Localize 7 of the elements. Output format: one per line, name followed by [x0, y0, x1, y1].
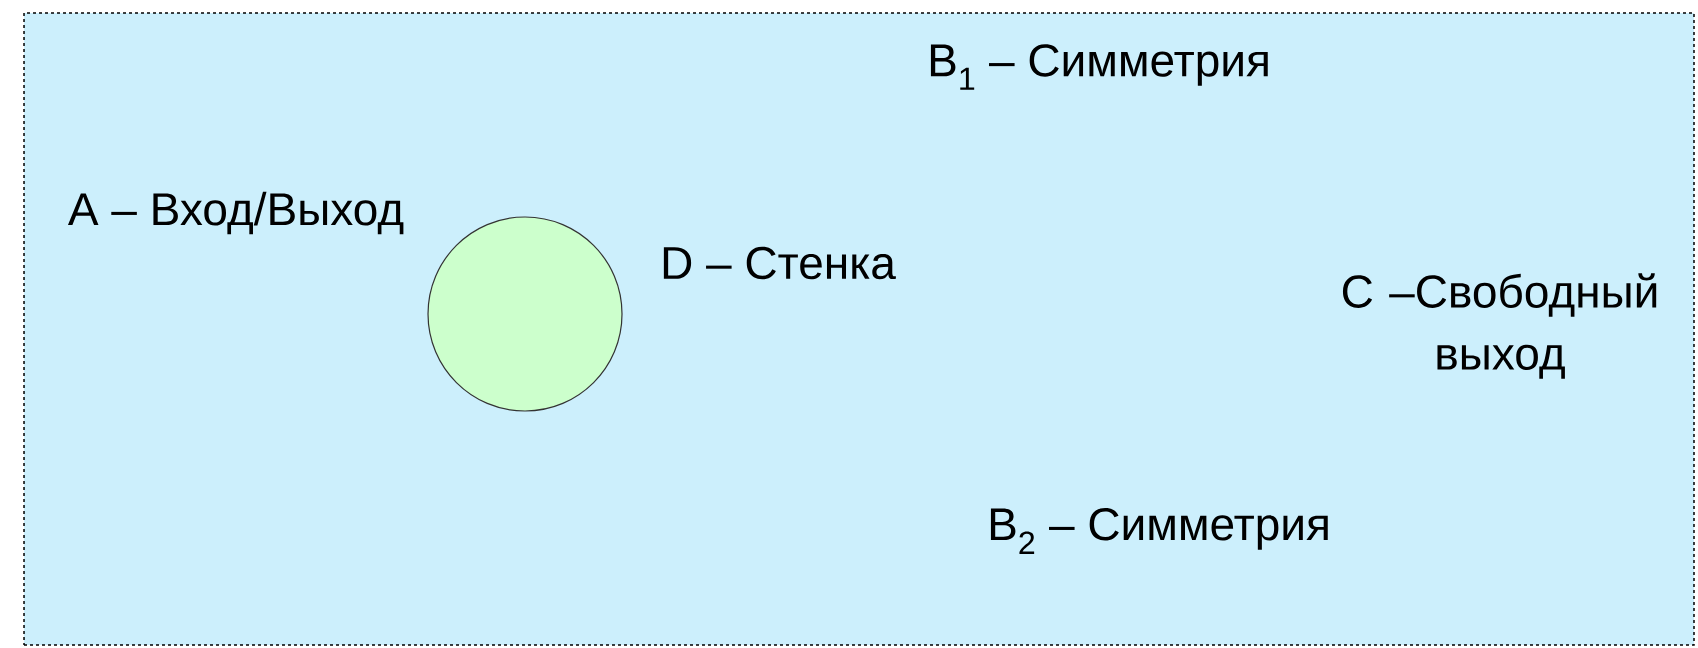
domain-rectangle — [23, 12, 1695, 646]
boundary-label: A – Вход/Выход — [67, 191, 404, 235]
boundary-label: B$_{1}$ – Симметрия — [930, 44, 1268, 90]
boundary-label: B$_{2}$ – Симметрия — [990, 508, 1328, 554]
cylinder-circle — [427, 216, 623, 412]
boundary-label: D – Стенка — [663, 246, 896, 280]
boundary-label: C –Свободный выход — [1342, 273, 1657, 379]
